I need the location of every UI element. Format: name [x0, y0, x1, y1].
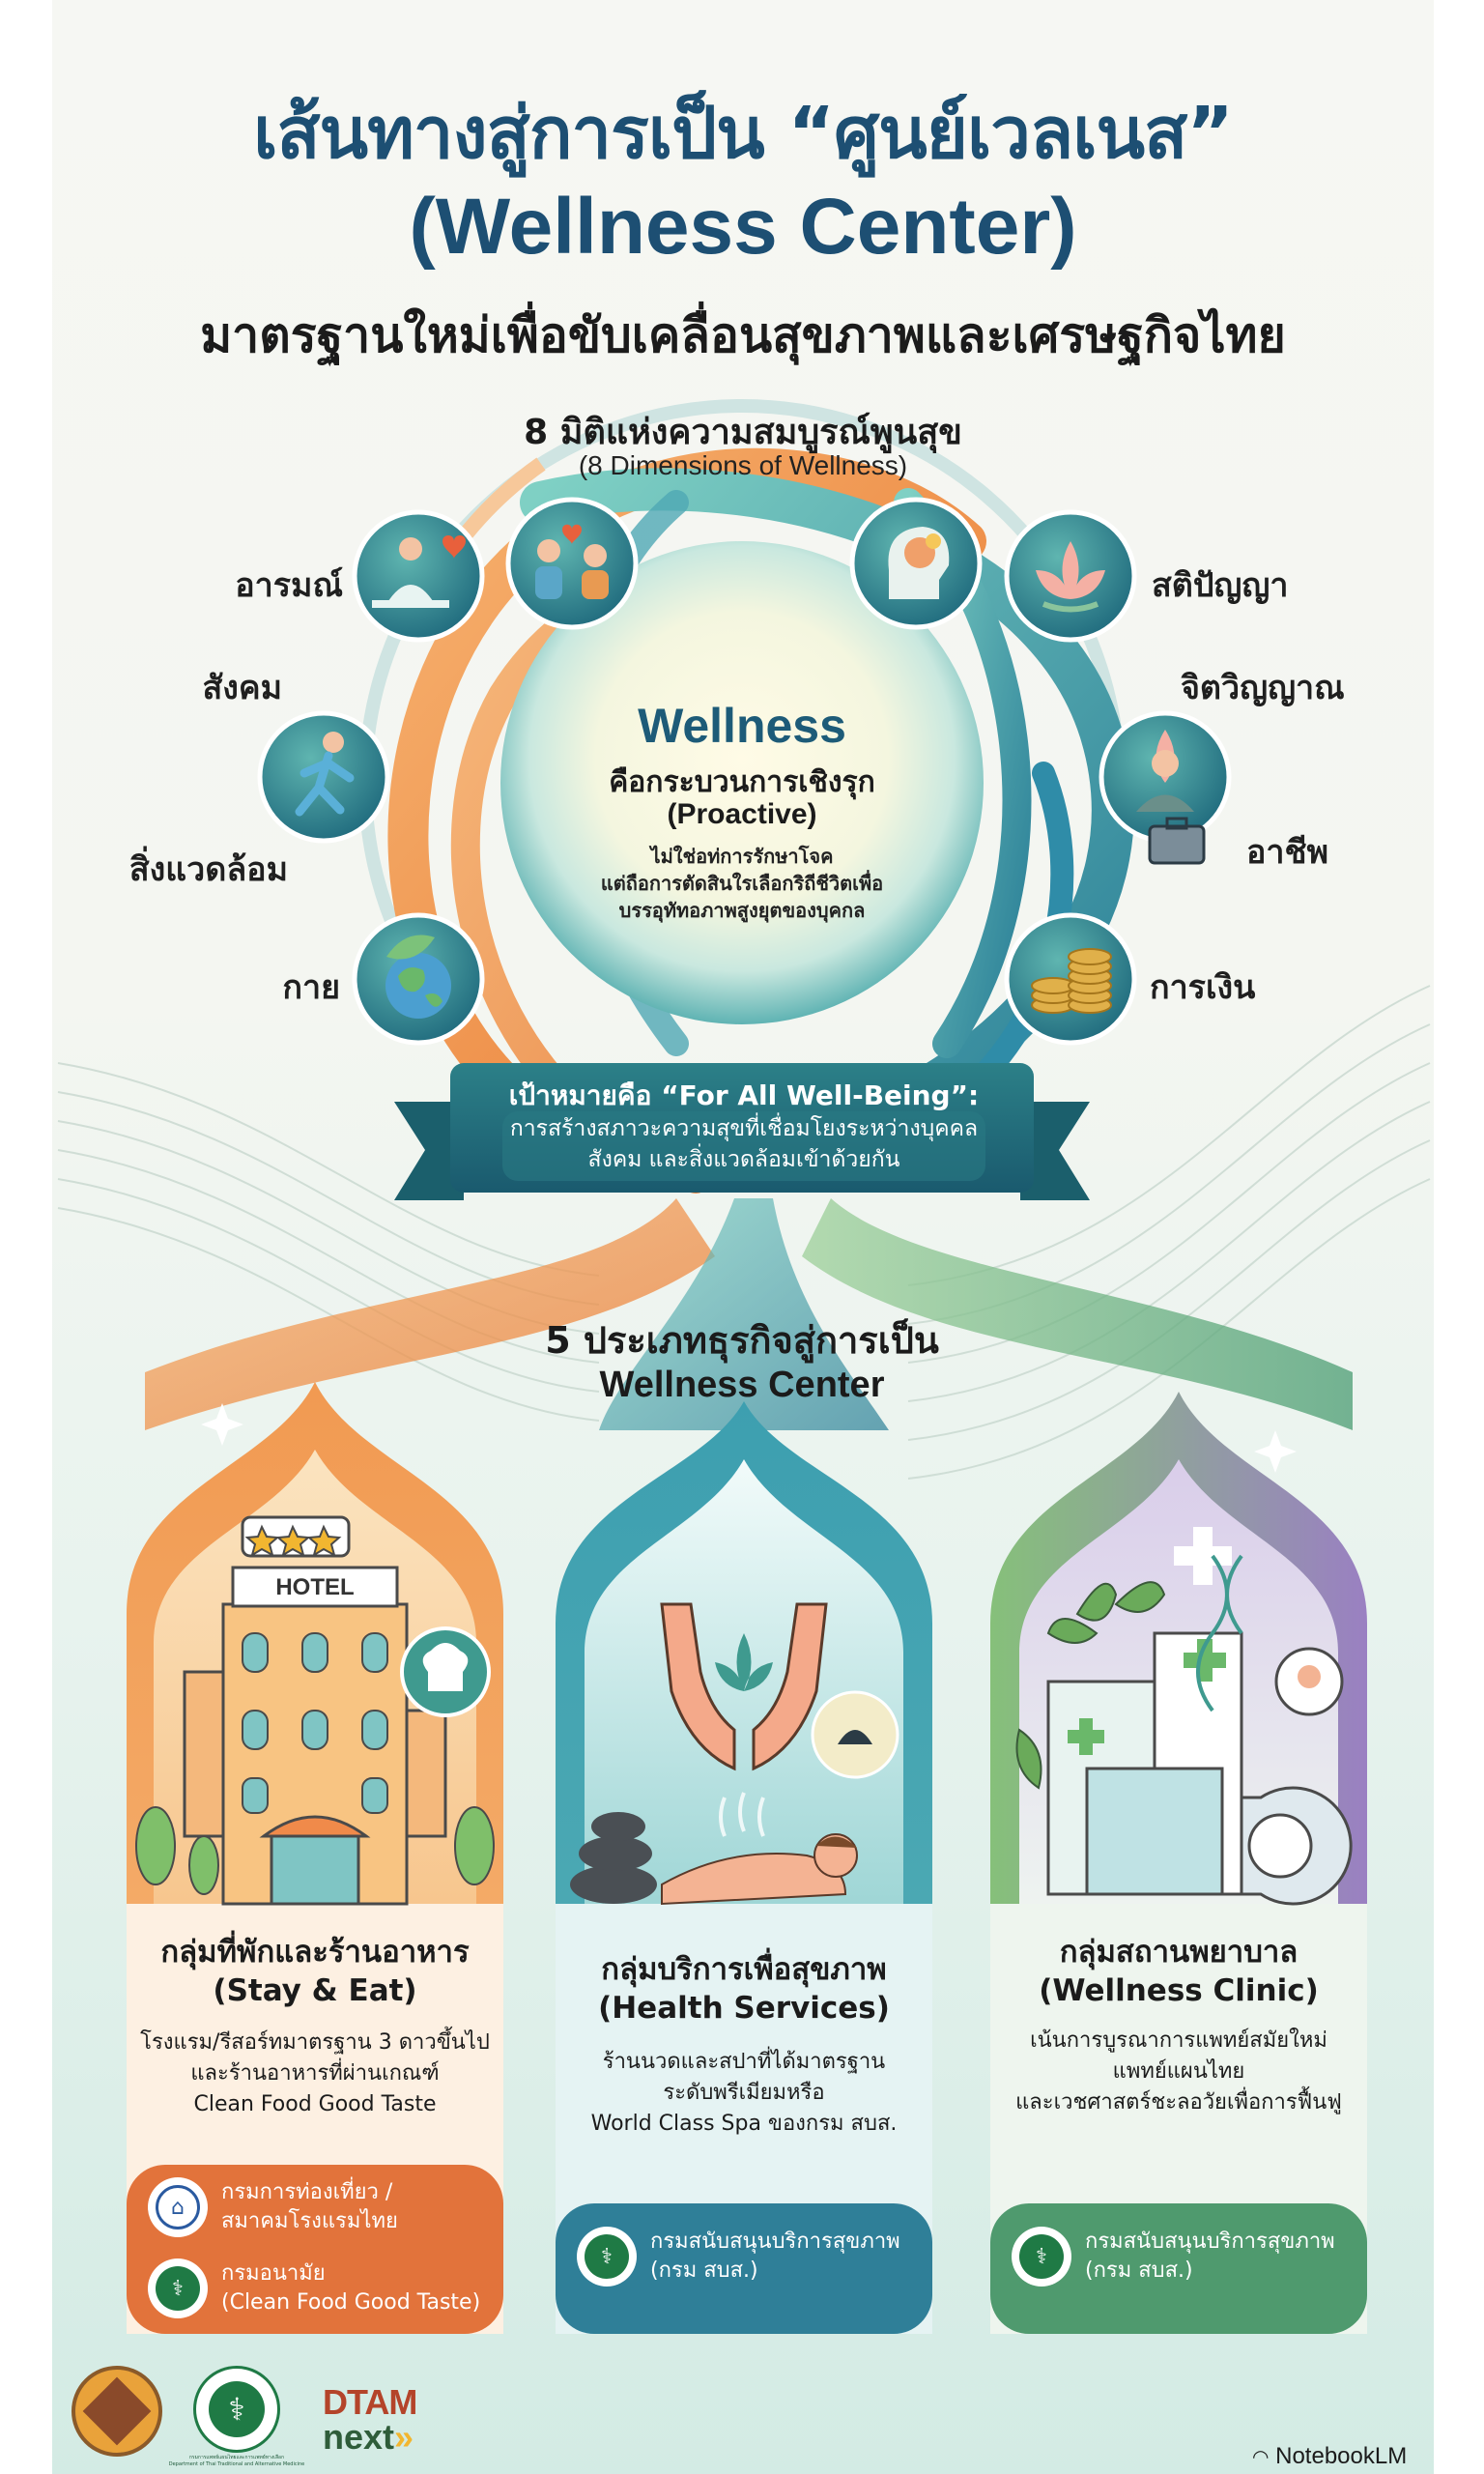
agency-pill: ⚕ กรมสนับสนุนบริการสุขภาพ(กรม สบส.)	[990, 2203, 1367, 2334]
center-description-line: บรรอุทัทอภาพสูงยุตของบุคกล	[618, 899, 866, 922]
agency-name: กรมสนับสนุนบริการสุขภาพ(กรม สบส.)	[1085, 2229, 1335, 2283]
earth-leaf-icon	[352, 912, 485, 1046]
center-description-line: แต่ถือการตัดสินใรเลือกริถีชีวิตเพื่อ	[600, 872, 884, 895]
card-title-thai: กลุ่มบริการเพื่อสุขภาพ	[601, 1952, 887, 1987]
agency-pill: ⌂ กรมการท่องเที่ยว /สมาคมโรงแรมไทย ⚕ กรม…	[127, 2165, 503, 2334]
card-description-line: Clean Food Good Taste	[193, 2092, 437, 2116]
card-title-english: (Wellness Clinic)	[1039, 1973, 1319, 2008]
card-health-services: กลุ่มบริการเพื่อสุขภาพ (Health Services)…	[556, 1401, 932, 2334]
card-title-english: (Stay & Eat)	[213, 1973, 417, 2008]
card-description-line: ระดับพรีเมียมหรือ	[663, 2081, 825, 2105]
card-wellness-clinic: กลุ่มสถานพยาบาล (Wellness Clinic) เน้นกา…	[990, 1392, 1367, 2334]
notebooklm-watermark: ◠ NotebookLM	[1252, 2443, 1408, 2469]
dtam-seal-logo	[71, 2366, 162, 2457]
hands-leaf-icon	[660, 1602, 828, 1771]
card-description-line: ร้านนวดและสปาที่ได้มาตรฐาน	[602, 2050, 886, 2074]
dimension-label-environmental: สิ่งแวดล้อม	[128, 850, 288, 889]
dimension-label-financial: การเงิน	[1150, 968, 1256, 1007]
ministry-of-public-health-logo: ⚕	[193, 2366, 280, 2453]
center-description: ไม่ใช่อท่การรักษาโจค แต่ถือการตัดสินใรเล…	[500, 843, 984, 924]
spa-award-icon	[811, 1690, 899, 1779]
dtam-next-logo: DTAM next»	[323, 2382, 417, 2457]
card-description: โรงแรม/รีสอร์ทมาตรฐาน 3 ดาวขึ้นไป และร้า…	[127, 2028, 503, 2120]
health-service-support-seal-icon: ⚕	[1012, 2227, 1071, 2287]
hotel-sign: HOTEL	[275, 1574, 355, 1600]
card-description-line: World Class Spa ของกรม สบส.	[590, 2112, 898, 2136]
center-definition: คือกระบวนการเชิงรุก	[609, 765, 875, 799]
card-description-line: เน้นการบูรณาการแพทย์สมัยใหม่	[1030, 2028, 1327, 2053]
center-description-line: ไม่ใช่อท่การรักษาโจค	[650, 845, 834, 868]
hotel-illustration	[127, 1382, 503, 2334]
dimension-label-social: สังคม	[202, 669, 282, 707]
dimensions-heading: 8 มิติแห่งความสมบูรณ์พูนสุข	[524, 413, 962, 452]
card-title-thai: กลุ่มที่พักและร้านอาหาร	[160, 1935, 470, 1970]
card-description: ร้านนวดและสปาที่ได้มาตรฐาน ระดับพรีเมียม…	[556, 2047, 932, 2140]
card-description-line: แพทย์แผนไทย	[1112, 2059, 1245, 2084]
business-heading-english: Wellness Center	[599, 1365, 885, 1405]
chef-hat-icon	[400, 1626, 491, 1717]
health-department-seal-icon: ⚕	[148, 2258, 208, 2318]
center-definition-english: (Proactive)	[667, 798, 817, 830]
card-stay-eat: HOTEL กลุ่มที่พักและร้านอาหาร (Stay & Ea…	[127, 1382, 503, 2334]
page-title-english: (Wellness Center)	[409, 183, 1077, 271]
people-heart-icon	[505, 497, 639, 630]
doctor-badge-icon	[1274, 1647, 1344, 1716]
tourism-department-seal-icon: ⌂	[148, 2177, 208, 2237]
dimension-label-occupational: อาชีพ	[1246, 833, 1328, 872]
card-title: กลุ่มบริการเพื่อสุขภาพ (Health Services)	[556, 1950, 932, 2028]
goal-banner-title: เป้าหมายคือ “For All Well-Being”:	[508, 1079, 980, 1111]
meditation-heart-icon	[352, 509, 485, 643]
card-description-line: และร้านอาหารที่ผ่านเกณฑ์	[190, 2061, 440, 2086]
card-title: กลุ่มที่พักและร้านอาหาร (Stay & Eat)	[127, 1933, 503, 2010]
page-subtitle: มาตรฐานใหม่เพื่อขับเคลื่อนสุขภาพและเศรษฐ…	[200, 307, 1286, 363]
coins-icon	[1004, 912, 1137, 1046]
dimension-label-emotional: อารมณ์	[235, 566, 343, 605]
business-heading-thai: 5 ประเภทธุรกิจสู่การเป็น	[545, 1319, 939, 1362]
page-title: เส้นทางสู่การเป็น “ศูนย์เวลเนส”	[253, 92, 1234, 175]
lotus-icon	[1004, 509, 1137, 643]
dimension-label-physical: กาย	[282, 968, 340, 1007]
card-description-line: โรงแรม/รีสอร์ทมาตรฐาน 3 ดาวขึ้นไป	[140, 2030, 490, 2055]
dna-icon	[1196, 1554, 1243, 1712]
clinic-illustration	[990, 1392, 1367, 2334]
center-title: Wellness	[638, 699, 846, 753]
agency-pill: ⚕ กรมสนับสนุนบริการสุขภาพ(กรม สบส.)	[556, 2203, 932, 2334]
dimension-label-intellectual: สติปัญญา	[1152, 566, 1289, 605]
card-title-thai: กลุ่มสถานพยาบาล	[1059, 1935, 1298, 1970]
goal-banner-description: การสร้างสภาวะความสุขที่เชื่อมโยงระหว่างบ…	[406, 1113, 1082, 1175]
dimension-label-spiritual: จิตวิญญาณ	[1181, 669, 1345, 707]
spa-illustration	[556, 1401, 932, 2334]
card-description-line: และเวชศาสตร์ชะลอวัยเพื่อการฟื้นฟู	[1015, 2090, 1342, 2114]
runner-icon	[257, 710, 390, 844]
health-service-support-seal-icon: ⚕	[577, 2227, 637, 2287]
dimension-icons	[257, 497, 1232, 1046]
card-description: เน้นการบูรณาการแพทย์สมัยใหม่ แพทย์แผนไทย…	[990, 2026, 1367, 2118]
goal-banner-line: การสร้างสภาวะความสุขที่เชื่อมโยงระหว่างบ…	[509, 1116, 979, 1141]
agency-name: กรมการท่องเที่ยว /สมาคมโรงแรมไทย	[221, 2180, 398, 2233]
dimensions-heading-english: (8 Dimensions of Wellness)	[578, 450, 908, 480]
goal-banner-line: สังคม และสิ่งแวดล้อมเข้าด้วยกัน	[587, 1147, 900, 1172]
agency-name: กรมสนับสนุนบริการสุขภาพ(กรม สบส.)	[650, 2229, 900, 2283]
card-title-english: (Health Services)	[598, 1991, 890, 2026]
business-heading: 5 ประเภทธุรกิจสู่การเป็น Wellness Center	[452, 1318, 1032, 1407]
briefcase-person-icon	[1099, 710, 1232, 865]
notebooklm-icon: ◠	[1252, 2447, 1270, 2468]
card-title: กลุ่มสถานพยาบาล (Wellness Clinic)	[990, 1933, 1367, 2010]
brain-gear-icon	[849, 497, 983, 630]
hot-stones-icon	[570, 1812, 657, 1904]
agency-name: กรมอนามัย(Clean Food Good Taste)	[221, 2261, 481, 2315]
